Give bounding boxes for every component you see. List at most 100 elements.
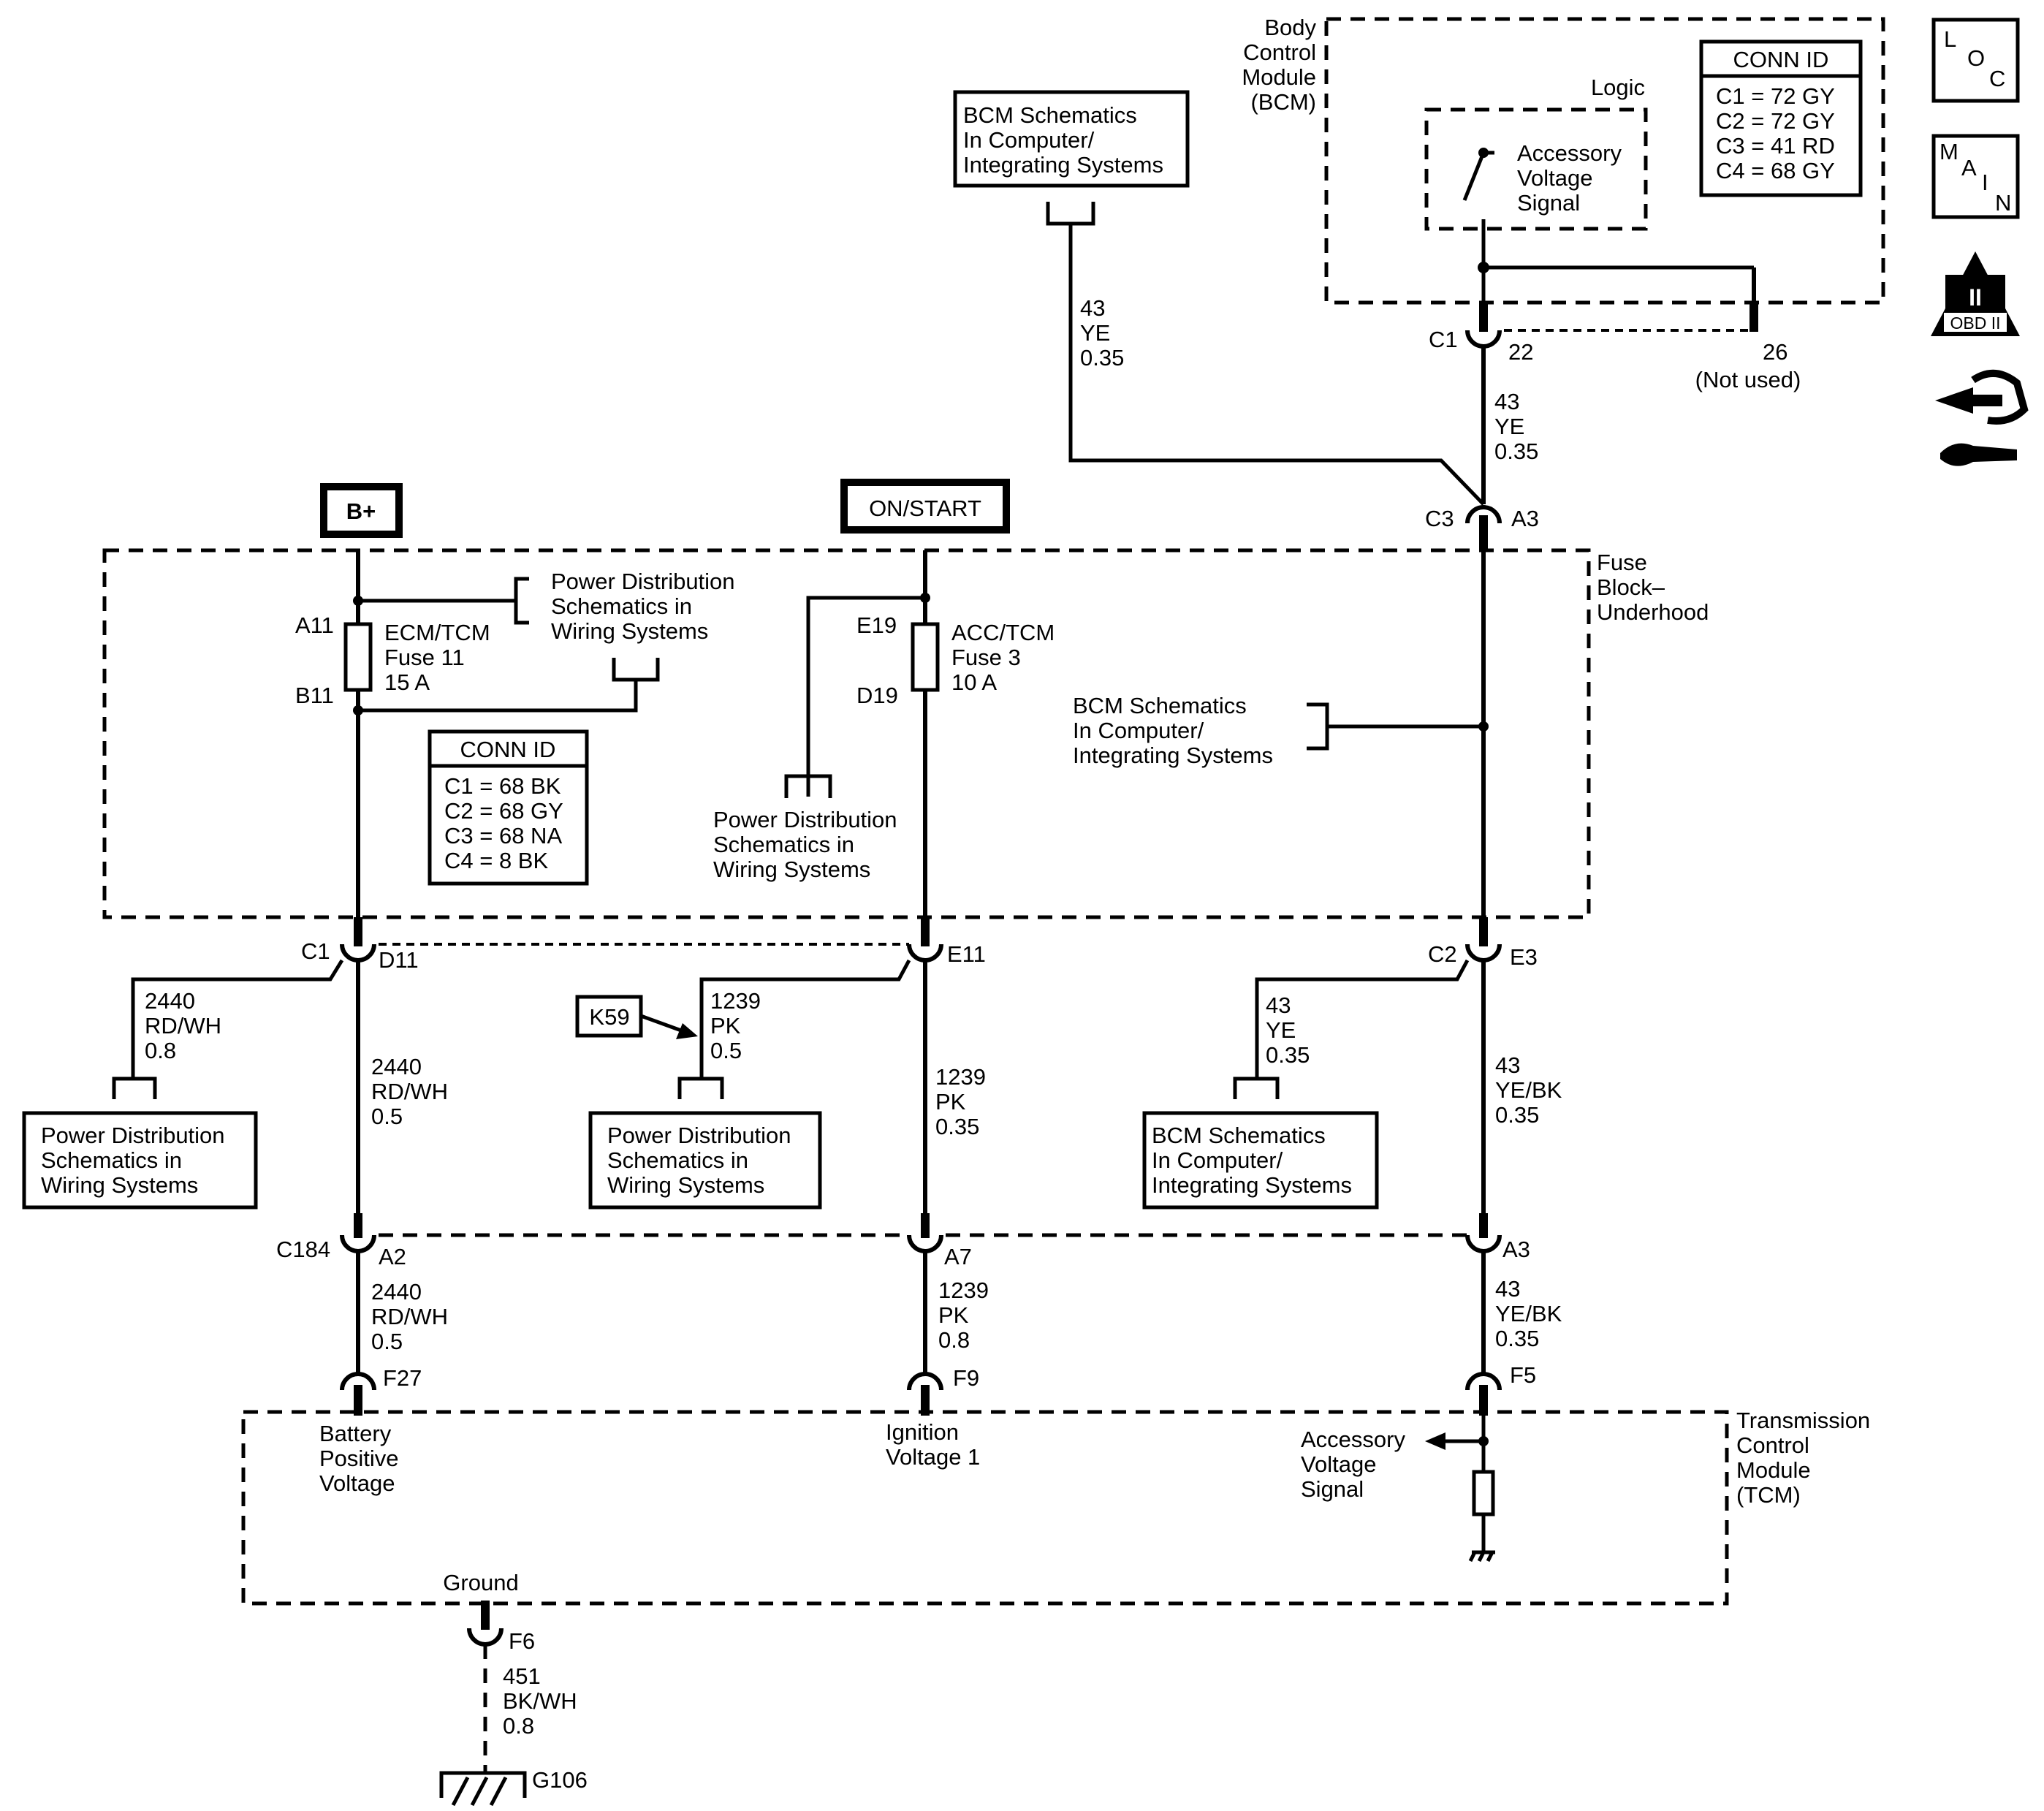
- c184-label: C184: [276, 1237, 330, 1262]
- loc-icon[interactable]: L O C: [1931, 18, 2020, 103]
- fuse3-label: ACC/TCM: [951, 620, 1055, 645]
- ref-text: Schematics in: [551, 593, 692, 619]
- wire-label: YE: [1266, 1017, 1296, 1043]
- fuse11-label: Fuse 11: [384, 645, 465, 670]
- g106-label: G106: [532, 1767, 588, 1793]
- tcm-pin: F9: [953, 1365, 979, 1391]
- tcm-f5-connector: F5: [1465, 1362, 1536, 1416]
- conn-pin: E11: [947, 941, 986, 967]
- fuse-3: [911, 622, 940, 692]
- wire-label: RD/WH: [371, 1079, 448, 1104]
- fuse-conn-id-title: CONN ID: [460, 737, 556, 762]
- ref-power-distribution-left[interactable]: Power Distribution Schematics in Wiring …: [22, 1111, 258, 1210]
- c184-pin: A3: [1502, 1237, 1530, 1262]
- fuse-block-label: Underhood: [1597, 599, 1709, 625]
- conn-label: C2: [1428, 941, 1457, 967]
- wire-label: 2440: [371, 1054, 422, 1079]
- ref-text: Integrating Systems: [963, 152, 1163, 178]
- chassis-ground-icon: [1468, 1550, 1495, 1563]
- ref-text: Power Distribution: [551, 569, 735, 594]
- service-tools-icon[interactable]: [1935, 369, 2029, 466]
- wire-label: 1239: [935, 1064, 986, 1090]
- c184-pin: A2: [379, 1244, 406, 1269]
- tcm-f9-connector: F9: [907, 1365, 979, 1416]
- tcm-pin: F27: [383, 1365, 422, 1391]
- ref-bcm-schematics-top[interactable]: BCM Schematics In Computer/ Integrating …: [953, 90, 1190, 188]
- ref-power-distribution-mid[interactable]: Power Distribution Schematics in Wiring …: [588, 1111, 822, 1210]
- wire-label: PK: [938, 1302, 969, 1328]
- main-icon[interactable]: M A I N: [1931, 134, 2020, 219]
- wire-label: 0.5: [710, 1038, 742, 1063]
- tcm-f6-connector: F6: [467, 1601, 535, 1654]
- main-icon-letter: N: [1995, 190, 2011, 216]
- c184-pin: A7: [944, 1244, 972, 1269]
- wire-label: 1239: [938, 1277, 989, 1303]
- tcm-accessory-label: Voltage: [1301, 1451, 1376, 1477]
- fuse11-bottom-pin: B11: [295, 683, 334, 708]
- bplus-label: B+: [346, 498, 376, 524]
- ref-power-distribution-fuse-mid[interactable]: Power Distribution Schematics in Wiring …: [713, 807, 897, 882]
- fuse11-label: ECM/TCM: [384, 620, 490, 645]
- bcm-switch-label-2: Voltage: [1517, 165, 1592, 191]
- ref-text: BCM Schematics: [1152, 1123, 1326, 1148]
- wire-label: RD/WH: [371, 1304, 448, 1329]
- ref-bcm-schematics-lower[interactable]: BCM Schematics In Computer/ Integrating …: [1142, 1111, 1379, 1210]
- wire-label: YE/BK: [1495, 1301, 1562, 1326]
- tcm-pin: F6: [509, 1628, 535, 1654]
- ref-text: In Computer/: [1152, 1147, 1283, 1173]
- fuse-block-c2-connector: C2 E3: [1428, 917, 1538, 970]
- ref-text: In Computer/: [1073, 718, 1204, 743]
- tcm-battery-label: Voltage: [319, 1470, 395, 1496]
- wire-label: 0.35: [1080, 345, 1124, 371]
- bcm-switch-label-1: Accessory: [1517, 140, 1622, 166]
- onstart-label: ON/START: [869, 496, 981, 521]
- ref-text: Schematics in: [713, 832, 854, 857]
- wire-label: YE: [1494, 414, 1524, 439]
- fuse3-top-pin: E19: [856, 612, 897, 638]
- tcm-label: Transmission: [1736, 1408, 1870, 1433]
- loc-icon-letter: O: [1967, 45, 1985, 71]
- wire-label: 0.8: [145, 1038, 176, 1063]
- wire-label: 1239: [710, 988, 761, 1014]
- wire-label: PK: [710, 1013, 741, 1039]
- fuse-block-c1-connector: C1 D11: [301, 917, 419, 973]
- bcm-c1-connector: C1 22 26 (Not used): [1429, 303, 1801, 392]
- ref-bcm-schematics-fuse[interactable]: BCM Schematics In Computer/ Integrating …: [1073, 693, 1273, 768]
- ref-text: Power Distribution: [713, 807, 897, 832]
- tcm-ignition-label: Ignition: [886, 1419, 959, 1445]
- ref-power-distribution-fuse-top[interactable]: Power Distribution Schematics in Wiring …: [551, 569, 735, 644]
- fuse11-label: 15 A: [384, 669, 430, 695]
- fuse-conn-id-row: C2 = 68 GY: [444, 798, 563, 824]
- bcm-pin-26: 26: [1763, 339, 1787, 365]
- conn-label: C1: [301, 938, 330, 964]
- bcm-label-4: (BCM): [1250, 89, 1316, 115]
- wire-label: 43: [1495, 1052, 1520, 1078]
- c3-connector: C3 A3: [1425, 505, 1539, 552]
- wire-label: RD/WH: [145, 1013, 221, 1039]
- g106-ground-icon: [439, 1771, 527, 1807]
- tcm-ground-label: Ground: [443, 1570, 518, 1595]
- tcm-ignition-label: Voltage 1: [886, 1444, 980, 1470]
- k59-box[interactable]: K59: [575, 995, 643, 1038]
- wire-label: 43: [1266, 992, 1291, 1018]
- wire-label: 2440: [371, 1279, 422, 1305]
- bcm-conn-id-row: C3 = 41 RD: [1716, 133, 1835, 159]
- loc-icon-letter: L: [1944, 26, 1956, 52]
- tcm-label: (TCM): [1736, 1482, 1801, 1508]
- bcm-conn-id-row: C1 = 72 GY: [1716, 83, 1835, 109]
- main-icon-letter: M: [1939, 139, 1958, 164]
- fuse3-bottom-pin: D19: [856, 683, 898, 708]
- tcm-accessory-label: Signal: [1301, 1476, 1364, 1502]
- ref-text: Wiring Systems: [41, 1172, 198, 1198]
- fuse-conn-id-row: C4 = 8 BK: [444, 848, 548, 873]
- wire-label: PK: [935, 1089, 966, 1115]
- conn-pin: E3: [1510, 944, 1538, 970]
- ref-text: Wiring Systems: [713, 857, 870, 882]
- tcm-battery-label: Positive: [319, 1446, 399, 1471]
- tcm-label: Module: [1736, 1457, 1811, 1483]
- wire-label: 0.8: [938, 1327, 970, 1353]
- fuse-conn-id-row: C3 = 68 NA: [444, 823, 562, 848]
- ref-text: BCM Schematics: [1073, 693, 1247, 718]
- obd-ii-icon[interactable]: II OBD II: [1931, 251, 2020, 336]
